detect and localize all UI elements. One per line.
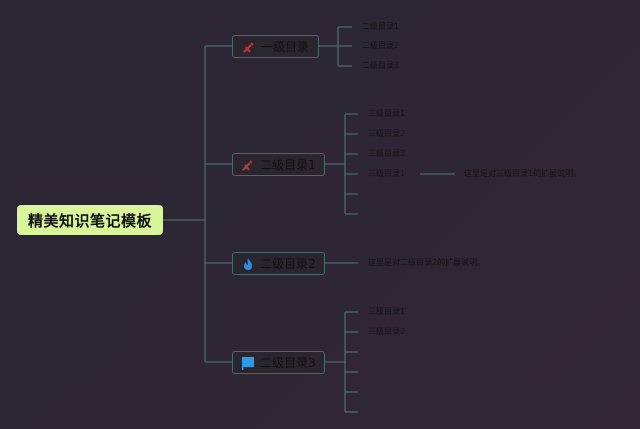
branch-topic-3[interactable]: 二级目录2 <box>232 252 325 275</box>
leaf-topic[interactable]: 三级目录1 <box>368 169 406 178</box>
branch-topic-4[interactable]: 二级目录3 <box>232 351 325 374</box>
leaf-topic[interactable]: 三级目录1 <box>368 109 406 118</box>
leaf-topic[interactable]: 三级目录2 <box>368 129 406 138</box>
tools-icon <box>241 158 255 172</box>
branch-label: 二级目录1 <box>260 158 316 172</box>
root-topic[interactable]: 精美知识笔记模板 <box>17 205 163 235</box>
tools-icon <box>242 40 256 54</box>
branch-label: 一级目录 <box>260 40 309 54</box>
branch-note[interactable]: 这里是对二级目录2的扩展说明。 <box>368 258 486 267</box>
leaf-topic[interactable]: 二级目录2 <box>362 41 400 50</box>
leaf-topic[interactable]: 二级目录1 <box>362 22 400 31</box>
leaf-topic[interactable]: 三级目录1 <box>368 307 406 316</box>
branch-topic-2[interactable]: 二级目录1 <box>232 153 325 176</box>
flame-icon <box>241 257 255 271</box>
branch-topic-1[interactable]: 一级目录 <box>232 35 319 58</box>
flag-icon <box>241 356 255 370</box>
branch-label: 二级目录3 <box>260 356 316 370</box>
leaf-topic[interactable]: 二级目录3 <box>362 61 400 70</box>
leaf-note[interactable]: 这里是对三级目录1的扩展说明。 <box>464 169 582 178</box>
branch-label: 二级目录2 <box>260 257 316 271</box>
leaf-topic[interactable]: 三级目录3 <box>368 149 406 158</box>
leaf-topic[interactable]: 三级目录2 <box>368 327 406 336</box>
